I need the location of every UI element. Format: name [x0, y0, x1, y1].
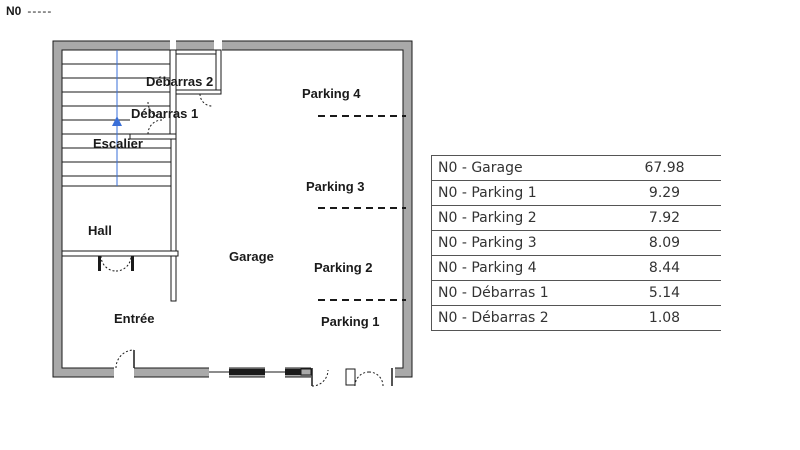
- area-cell: 7.92: [608, 205, 721, 231]
- room-name-cell: N0 - Garage: [431, 155, 608, 181]
- area-cell: 8.44: [608, 255, 721, 281]
- room-label-parking1: Parking 1: [321, 314, 380, 329]
- room-name-cell: N0 - Débarras 2: [431, 305, 608, 331]
- room-label-debarras2: Débarras 2: [146, 74, 213, 89]
- stair-arrow-icon: [112, 116, 122, 126]
- room-name-cell: N0 - Débarras 1: [431, 280, 608, 306]
- room-name-cell: N0 - Parking 1: [431, 180, 608, 206]
- area-cell: 1.08: [608, 305, 721, 331]
- area-cell: 67.98: [608, 155, 721, 181]
- entry-door-swing: [115, 349, 135, 369]
- room-label-escalier: Escalier: [93, 136, 143, 151]
- room-name-cell: N0 - Parking 4: [431, 255, 608, 281]
- area-cell: 9.29: [608, 180, 721, 206]
- interior-walls: [61, 49, 222, 302]
- room-label-entree: Entrée: [114, 311, 154, 326]
- room-label-garage: Garage: [229, 249, 274, 264]
- room-name-cell: N0 - Parking 3: [431, 230, 608, 256]
- room-label-hall: Hall: [88, 223, 112, 238]
- window-frame: [285, 369, 301, 375]
- area-cell: 5.14: [608, 280, 721, 306]
- room-label-parking4: Parking 4: [302, 86, 361, 101]
- room-label-parking3: Parking 3: [306, 179, 365, 194]
- area-cell: 8.09: [608, 230, 721, 256]
- room-label-parking2: Parking 2: [314, 260, 373, 275]
- room-name-cell: N0 - Parking 2: [431, 205, 608, 231]
- exterior-wall: [52, 40, 413, 378]
- level-header: N0 -----: [6, 4, 52, 18]
- room-label-debarras1: Débarras 1: [131, 106, 198, 121]
- level-dashes: -----: [27, 4, 53, 18]
- window-frame: [229, 369, 265, 375]
- entry-door-opening: [114, 367, 134, 378]
- staircase: [62, 63, 176, 187]
- level-name: N0: [6, 4, 22, 18]
